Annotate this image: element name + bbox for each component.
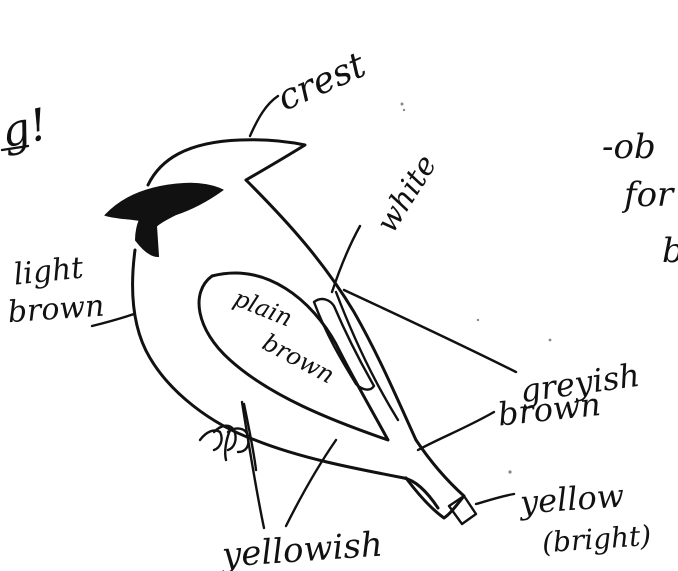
paper-speck (403, 109, 405, 111)
leader-yellowish-left (242, 402, 264, 528)
fragment-right-2: for (621, 175, 675, 215)
leader-crest (250, 96, 278, 136)
label-bright: (bright) (541, 519, 652, 560)
fragment-right-3: b (662, 231, 678, 271)
label-light-brown-1: light (12, 250, 86, 292)
leader-yellow (476, 494, 514, 504)
bird-tail (406, 440, 464, 518)
label-plain-brown-2: brown (258, 328, 339, 389)
leader-white (332, 226, 360, 292)
fragment-right-1: -ob (602, 127, 656, 167)
leader-greyish-brown-lower (418, 412, 494, 450)
bird-leg-2 (225, 430, 230, 460)
label-yellow: yellow (517, 476, 626, 521)
label-white: white (370, 149, 444, 239)
bird-black-mask (106, 184, 222, 256)
paper-speck (549, 339, 552, 342)
paper-speck (508, 470, 511, 473)
label-plain-brown-1: plain (230, 284, 297, 333)
leader-greyish-brown-upper (344, 290, 516, 372)
bird-breast (133, 250, 404, 478)
paper-speck (401, 103, 404, 106)
label-crest: crest (271, 44, 372, 119)
paper-speck (477, 319, 479, 321)
label-yellowish: yellowish (219, 525, 384, 571)
bird-crest (148, 140, 305, 185)
label-greyish-brown-2: brown (496, 385, 602, 434)
label-light-brown-2: brown (7, 289, 106, 331)
